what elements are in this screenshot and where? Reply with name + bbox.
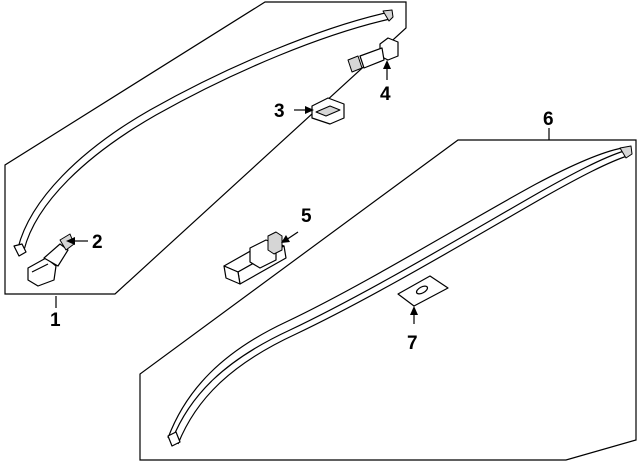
arrow-4 (383, 60, 391, 80)
arrow-2 (66, 237, 88, 245)
part-2-end-cap (27, 233, 75, 287)
left-assembly-panel (4, 1, 407, 308)
callout-2: 2 (92, 232, 103, 253)
part-4-bolt (347, 37, 399, 73)
callout-3: 3 (274, 101, 285, 122)
callout-1: 1 (50, 310, 61, 331)
arrow-7 (410, 306, 418, 324)
arrow-5 (281, 231, 299, 243)
callout-7: 7 (407, 333, 418, 354)
callout-5: 5 (301, 206, 312, 227)
roof-rail-left (13, 9, 394, 257)
arrow-3 (294, 106, 314, 114)
part-3-bracket (311, 97, 345, 125)
callout-6: 6 (543, 109, 554, 130)
left-panel-outline (4, 1, 407, 295)
part-7-pad (397, 275, 449, 307)
right-assembly-panel (139, 128, 637, 461)
right-panel-outline (139, 139, 637, 461)
roof-rail-right (167, 145, 633, 447)
part-5-clip (223, 231, 287, 285)
callout-4: 4 (380, 84, 391, 105)
